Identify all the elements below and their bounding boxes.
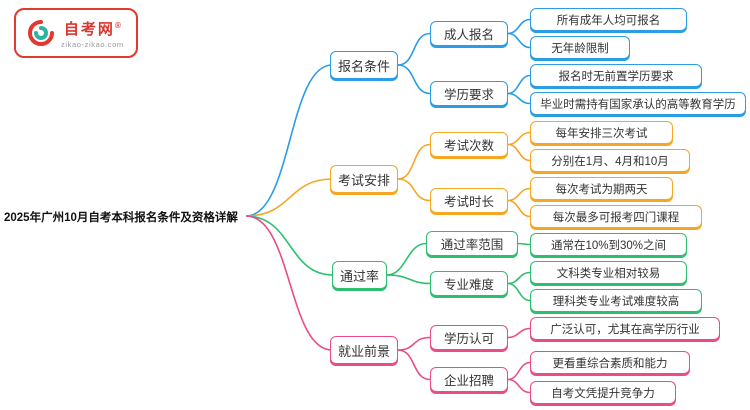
leaf-node: 每年安排三次考试	[530, 121, 673, 144]
sub-node: 学历认可	[430, 325, 508, 350]
sub-node: 考试时长	[430, 188, 508, 213]
connector	[397, 336, 431, 351]
leaf-node: 广泛认可，尤其在高学历行业	[530, 317, 720, 340]
leaf-node: 毕业时需持有国家承认的高等教育学历	[530, 92, 746, 115]
connector	[397, 178, 431, 202]
leaf-node: 文科类专业相对较易	[530, 261, 687, 284]
leaf-node: 自考文凭提升竞争力	[530, 381, 676, 404]
branch-node-pass-rate: 通过率	[332, 261, 387, 289]
leaf-node: 报名时无前置学历要求	[530, 64, 702, 87]
sub-node: 企业招聘	[430, 367, 508, 392]
connector	[245, 178, 333, 217]
leaf-node: 通常在10%到30%之间	[530, 233, 687, 256]
connector	[507, 199, 531, 218]
brand-name: 自考网®	[64, 17, 121, 38]
leaf-node: 无年龄限制	[530, 36, 630, 59]
connector	[245, 215, 333, 351]
branch-node-registration: 报名条件	[330, 51, 398, 79]
connector	[507, 32, 531, 49]
connector	[507, 131, 531, 146]
connector	[507, 327, 531, 339]
connector	[245, 215, 334, 276]
connector	[507, 187, 531, 202]
leaf-node: 所有成年人均可报名	[530, 8, 687, 31]
brand-swirl-icon	[28, 20, 54, 46]
sub-node: 专业难度	[430, 271, 508, 296]
connector	[507, 361, 531, 381]
sub-node: 通过率范围	[426, 231, 518, 256]
connector	[507, 378, 531, 394]
leaf-node: 分别在1月、4月和10月	[530, 149, 690, 172]
connector	[397, 64, 431, 95]
connector	[245, 64, 333, 217]
branch-node-career: 就业前景	[330, 336, 398, 364]
connector	[507, 74, 531, 95]
connector	[507, 271, 531, 285]
branch-node-exam-schedule: 考试安排	[330, 165, 398, 193]
root-topic: 2025年广州10月自考本科报名条件及资格详解	[4, 212, 238, 224]
sub-node: 学历要求	[430, 81, 508, 106]
connector	[517, 242, 531, 246]
connector	[386, 274, 431, 285]
leaf-node: 更看重综合素质和能力	[530, 351, 690, 374]
connector	[397, 32, 431, 66]
logo: 自考网® zikao-zikao.com	[14, 8, 138, 58]
logo-text: 自考网® zikao-zikao.com	[61, 17, 124, 49]
leaf-node: 理科类专业考试难度较高	[530, 289, 702, 312]
leaf-node: 每次最多可报考四门课程	[530, 205, 702, 228]
brand-domain: zikao-zikao.com	[61, 40, 124, 49]
registered-mark: ®	[114, 21, 121, 30]
connector	[507, 143, 531, 162]
connector	[397, 349, 431, 381]
connector	[507, 282, 531, 302]
connector	[507, 18, 531, 35]
sub-node: 成人报名	[430, 21, 508, 46]
brand-label: 自考网	[63, 21, 115, 38]
connector	[386, 242, 427, 276]
leaf-node: 每次考试为期两天	[530, 177, 673, 200]
connector	[397, 143, 431, 180]
sub-node: 考试次数	[430, 132, 508, 157]
connector	[507, 92, 531, 105]
